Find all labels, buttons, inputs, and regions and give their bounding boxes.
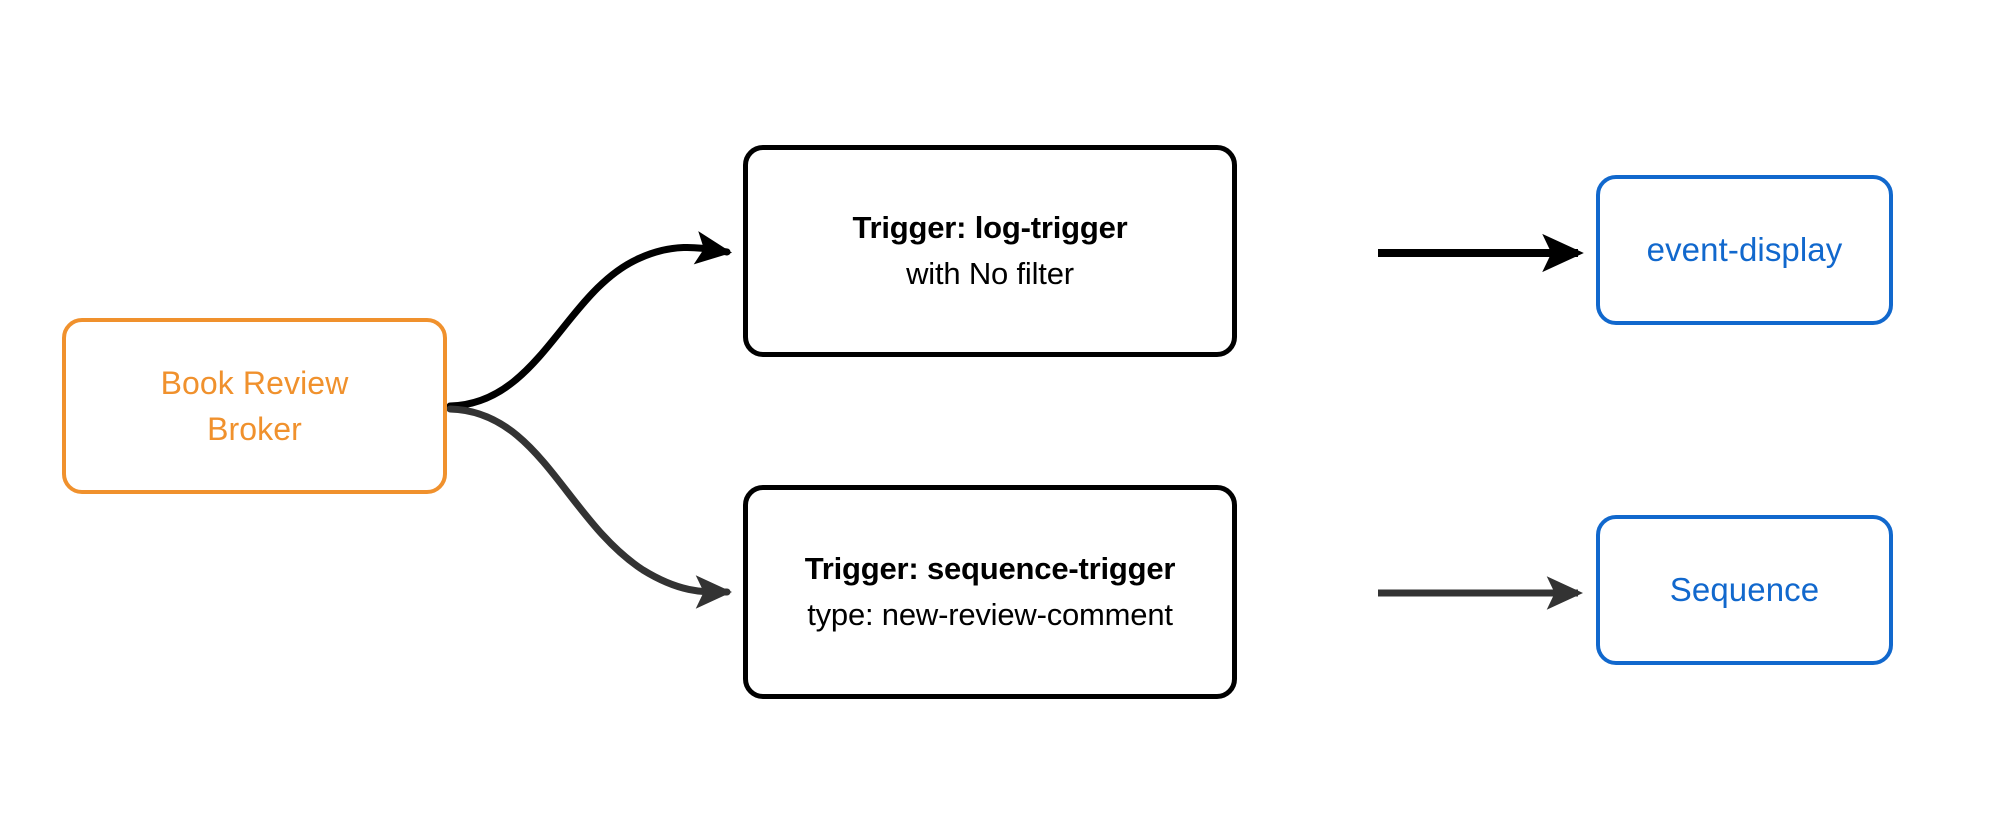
trigger-log-title: Trigger: log-trigger xyxy=(852,210,1128,245)
trigger-sequence-title: Trigger: sequence-trigger xyxy=(804,551,1176,586)
node-consumer-sequence[interactable]: Sequence xyxy=(1596,515,1893,665)
broker-label-line-1: Book Review xyxy=(160,365,349,401)
broker-label-line-2: Broker xyxy=(207,411,302,447)
node-trigger-sequence-trigger[interactable]: Trigger: sequence-trigger type: new-revi… xyxy=(743,485,1237,699)
node-consumer-event-display[interactable]: event-display xyxy=(1596,175,1893,325)
consumer-event-display-label: event-display xyxy=(1646,231,1843,268)
node-book-review-broker[interactable]: Book Review Broker xyxy=(62,318,447,494)
trigger-sequence-subtitle: type: new-review-comment xyxy=(807,597,1173,632)
node-trigger-log-trigger[interactable]: Trigger: log-trigger with No filter xyxy=(743,145,1237,357)
trigger-log-subtitle: with No filter xyxy=(906,256,1074,291)
consumer-sequence-label: Sequence xyxy=(1669,571,1820,608)
edge-broker-to-log-trigger xyxy=(446,231,733,410)
edge-broker-to-sequence-trigger xyxy=(446,405,733,609)
